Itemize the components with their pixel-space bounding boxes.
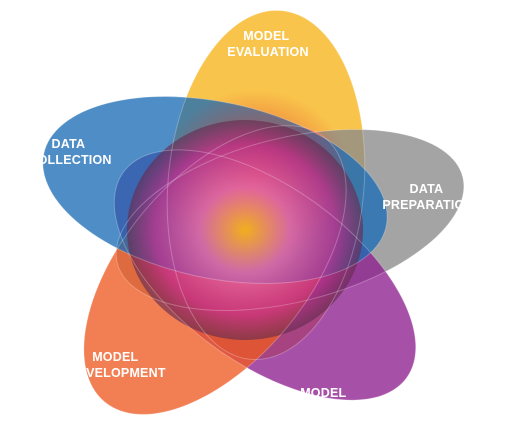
overlap-blend bbox=[127, 90, 363, 340]
label-model-deployment: MODEL DEPLOYMENT bbox=[281, 386, 370, 416]
petal-outlines bbox=[42, 9, 465, 415]
label-data-collection: DATA COLLECTION bbox=[28, 137, 111, 167]
label-model-development: MODEL DEVELOPMENT bbox=[68, 350, 166, 380]
label-model-evaluation: MODEL EVALUATION bbox=[227, 29, 308, 59]
petal-labels: MODEL EVALUATION DATA COLLECTION DATA PR… bbox=[28, 29, 473, 416]
overlap-core bbox=[127, 120, 363, 340]
label-data-preparation: DATA PREPARATION bbox=[382, 182, 473, 212]
